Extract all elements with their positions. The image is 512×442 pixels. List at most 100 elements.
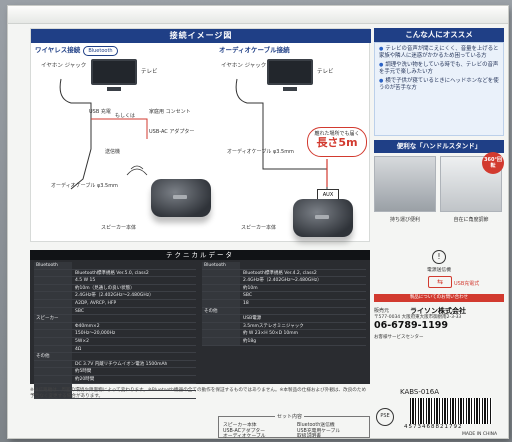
tv-label-right: テレビ — [317, 69, 334, 75]
speaker-body-label-right: スピーカー本体 — [241, 225, 277, 231]
maker-brand: ライソン株式会社 — [410, 307, 466, 315]
table-row: 2.4GHz帯（2.402GHz〜2.480GHz） — [34, 292, 196, 300]
table-row: 約20時間 — [34, 375, 196, 384]
maker-bar: 製品についてのお問い合わせ — [374, 294, 504, 302]
maker-address: 〒577-0034 大阪府東大阪市御厨南2-3-33 — [374, 315, 462, 320]
table-row: 3.5mmステレオミニジャック — [202, 322, 366, 331]
diagram-lines — [59, 78, 328, 190]
table-row: その他 — [34, 353, 196, 361]
notes: ※通信距離は、周囲の環境や障害物によって変わります。※Bluetooth機器の全… — [30, 388, 370, 416]
set-contents: セット内容 スピーカー本体 Bluetooth送信機 USB-ACアダプター U… — [218, 413, 370, 439]
table-row: SBC — [202, 292, 366, 300]
table-row: 150Hz〜20,000Hz — [34, 330, 196, 338]
or-label: もしくは — [115, 113, 136, 119]
list-item: USB-ACアダプター — [223, 429, 266, 434]
recommend-item: 横で子供が寝ているときにヘッドホンなどを使うのが苦手な方 — [379, 78, 499, 92]
outlet-label: 家庭用 コンセント — [149, 109, 191, 115]
table-row: Bluetooth — [202, 262, 366, 270]
rotation-badge: 360°回転 — [482, 152, 504, 174]
speaker-body-label-left: スピーカー本体 — [101, 225, 137, 231]
table-row: Bluetooth標準規格 Ver.5.0, class2 — [34, 269, 196, 278]
recommend-item: テレビの音声が聞こえにくく、音量を上げると家族や隣人に迷惑がかかるため困っている… — [379, 46, 499, 60]
table-row: 約10m（見通しの良い状態） — [34, 284, 196, 293]
callout-text: 離れた場所でも届く — [314, 131, 360, 137]
usb-label: USB 充電 — [89, 109, 111, 115]
table-row: DC 3.7V 内蔵リチウムイオン電池 1500mAh — [34, 360, 196, 369]
list-item: Bluetooth送信機 — [297, 423, 335, 428]
earphone-jack-label-right: イヤホン ジャック — [221, 63, 267, 69]
bluetooth-pill: Bluetooth — [83, 46, 118, 56]
icon-row: ! 電源送信機 ⇆ USB充電式 — [374, 250, 504, 292]
recommend-title: こんな人にオススメ — [374, 28, 504, 42]
set-title: セット内容 — [275, 413, 305, 420]
technical-data: テクニカルデータ Bluetooth Bluetooth標準規格 Ver.5.0… — [30, 250, 370, 399]
model-number: KABS-016A — [400, 388, 440, 396]
barcode — [410, 398, 492, 424]
tv-right — [267, 59, 313, 85]
maker-info: 製品についてのお問い合わせ 販売元 ライソン株式会社 〒577-0034 大阪府… — [374, 294, 504, 384]
table-row: 約 W 23×H 50×D 10mm — [202, 330, 366, 338]
tv-stand-left — [107, 87, 121, 91]
maker-phone: 06-6789-1199 — [374, 320, 448, 331]
table-row: Φ40mm×2 — [34, 322, 196, 331]
table-row: 4Ω — [34, 345, 196, 354]
adapter-label: USB-AC アダプター — [149, 129, 195, 135]
table-row: USB電源 — [202, 315, 366, 323]
pse-mark: PSE — [376, 408, 394, 426]
speaker-logo — [315, 215, 329, 219]
table-row: 2.4GHz帯（2.402GHz〜2.480GHz） — [202, 277, 366, 285]
caption-angle: 自在に角度調節 — [453, 217, 489, 223]
table-row: スピーカー — [34, 315, 196, 323]
cable-title: オーディオケーブル接続 — [219, 46, 290, 54]
callout-length: 長さ5m — [316, 136, 358, 149]
list-item: USB充電用ケーブル — [297, 429, 341, 434]
maker-label: 販売元 — [374, 308, 390, 314]
distance-callout: 離れた場所でも届く 長さ5m — [307, 127, 367, 157]
handle-photo-carry — [374, 156, 436, 212]
audio-cable-label-left: オーディオケーブル φ3.5mm — [51, 183, 118, 189]
notes-text: ※通信距離は、周囲の環境や障害物によって変わります。※Bluetooth機器の全… — [30, 388, 367, 399]
wireless-title: ワイヤレス接続 — [35, 46, 81, 54]
audio-cable-label-right: オーディオケーブル φ3.5mm — [227, 149, 294, 155]
made-in: MADE IN CHINA — [462, 432, 498, 437]
power-warning-icon: ! — [432, 250, 446, 264]
table-row: その他 — [202, 307, 366, 316]
table-row: 5〜35℃ — [34, 383, 196, 392]
speaker-logo — [173, 195, 187, 199]
table-row: SBC — [34, 307, 196, 316]
power-warning-label: 電源送信機 — [427, 268, 451, 273]
table-row: micro USB — [34, 391, 196, 399]
table-row: 4.5 W 15 — [34, 277, 196, 285]
barcode-number: 4573468821792 — [404, 424, 463, 430]
maker-service: お客様サービスセンター — [374, 335, 424, 340]
box-flap — [8, 6, 508, 24]
table-row: Bluetooth — [34, 262, 196, 270]
recommend-item: 調理や洗い物をしている時でも、テレビの音声を手元で楽しみたい方 — [379, 62, 499, 76]
list-item: 取扱説明書 — [297, 434, 321, 439]
tech-col-transmitter: Bluetooth Bluetooth標準規格 Ver.4.2, class2 … — [202, 262, 366, 346]
tech-col-speaker: Bluetooth Bluetooth標準規格 Ver.5.0, class2 … — [34, 262, 196, 399]
table-row: 18 — [202, 299, 366, 308]
table-row: 約18g — [202, 337, 366, 346]
table-row: 約5時間 — [34, 368, 196, 376]
tv-stand-right — [283, 87, 297, 91]
table-row: Bluetooth標準規格 Ver.4.2, class2 — [202, 269, 366, 278]
earphone-jack-label-left: イヤホン ジャック — [41, 63, 87, 69]
table-row: 約10m — [202, 284, 366, 293]
diagram-title: 接続イメージ図 — [31, 29, 371, 43]
speaker-right — [293, 199, 353, 237]
table-row: 5W×2 — [34, 337, 196, 346]
tv-label-left: テレビ — [141, 69, 158, 75]
transmitter-label: 送信機 — [105, 149, 121, 155]
aux-port: AUX — [317, 189, 339, 201]
caption-carry: 持ち運び便利 — [389, 217, 420, 223]
list-item: オーディオケーブル — [223, 434, 266, 439]
recommend-list: テレビの音声が聞こえにくく、音量を上げると家族や隣人に迷惑がかかるため困っている… — [374, 42, 504, 136]
speaker-left — [151, 179, 211, 217]
usb-charge-label: USB充電式 — [454, 281, 480, 287]
table-row: A2DP, AVRCP, HFP — [34, 299, 196, 308]
